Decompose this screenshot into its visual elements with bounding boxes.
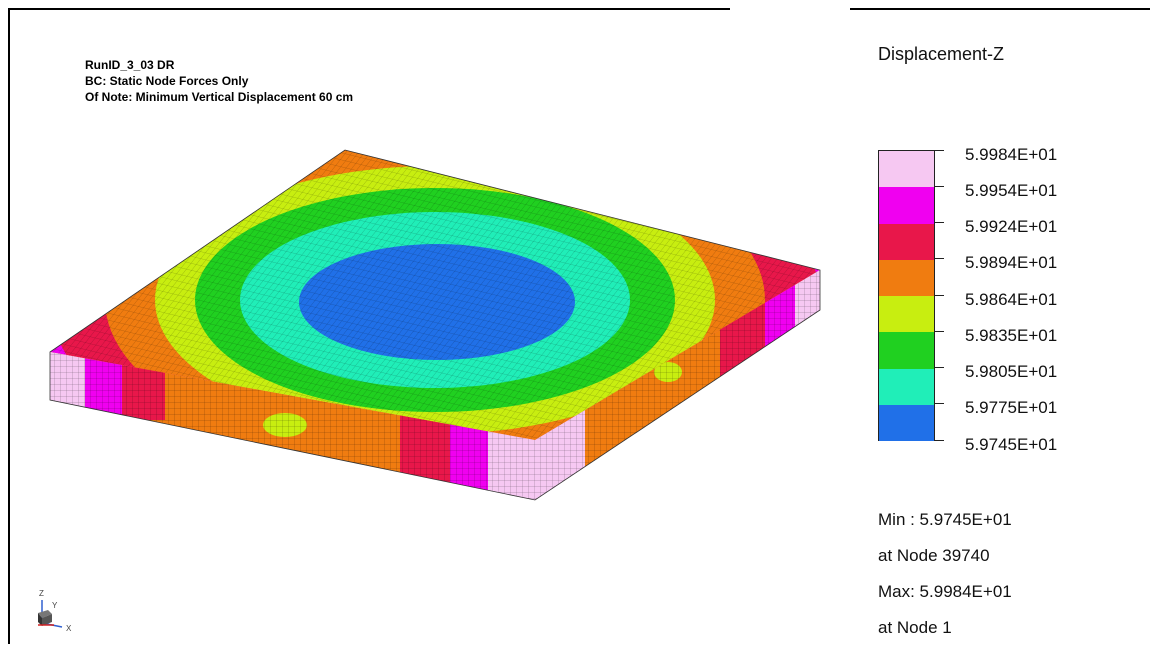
min-node: at Node 39740	[878, 546, 990, 565]
viewport-frame	[8, 8, 1150, 644]
boundary-conditions: BC: Static Node Forces Only	[85, 74, 249, 88]
legend-label: 5.9984E+01	[965, 145, 1058, 164]
legend-title: Displacement-Z	[878, 44, 1005, 64]
legend-swatch	[879, 151, 934, 188]
max-node: at Node 1	[878, 618, 952, 637]
legend-label: 5.9835E+01	[965, 326, 1058, 345]
axis-triad: Z Y X	[38, 589, 72, 633]
run-id: RunID_3_03 DR	[85, 58, 175, 72]
legend-tick	[934, 186, 944, 187]
legend-tick	[934, 440, 944, 441]
legend-swatch	[879, 187, 934, 224]
min-value: Min : 5.9745E+01	[878, 510, 1012, 529]
legend-tick	[934, 258, 944, 259]
legend-label: 5.9894E+01	[965, 253, 1058, 272]
legend-tick	[934, 403, 944, 404]
legend-swatch	[879, 404, 934, 441]
legend-label: 5.9745E+01	[965, 435, 1058, 454]
legend-tick	[934, 295, 944, 296]
legend-swatch	[879, 368, 934, 405]
legend-label: 5.9954E+01	[965, 181, 1058, 200]
legend-swatch	[879, 223, 934, 260]
legend-label: 5.9805E+01	[965, 362, 1058, 381]
max-value: Max: 5.9984E+01	[878, 582, 1012, 601]
min-max-summary: Min : 5.9745E+01 at Node 39740 Max: 5.99…	[878, 502, 1012, 646]
legend-tick	[934, 222, 944, 223]
run-info: RunID_3_03 DR BC: Static Node Forces Onl…	[85, 57, 353, 105]
axis-z-label: Z	[39, 589, 44, 598]
legend-swatch	[879, 259, 934, 296]
axis-y-label: Y	[52, 601, 58, 610]
legend-swatch	[879, 332, 934, 369]
legend-label: 5.9775E+01	[965, 398, 1058, 417]
legend-label: 5.9924E+01	[965, 217, 1058, 236]
legend-label: 5.9864E+01	[965, 290, 1058, 309]
frame-gap	[730, 6, 850, 12]
legend-tick	[934, 367, 944, 368]
legend-tick	[934, 331, 944, 332]
legend-tick	[934, 150, 944, 151]
axis-x-label: X	[66, 624, 72, 633]
legend-swatch	[879, 296, 934, 333]
note: Of Note: Minimum Vertical Displacement 6…	[85, 90, 354, 104]
color-legend	[878, 150, 935, 441]
